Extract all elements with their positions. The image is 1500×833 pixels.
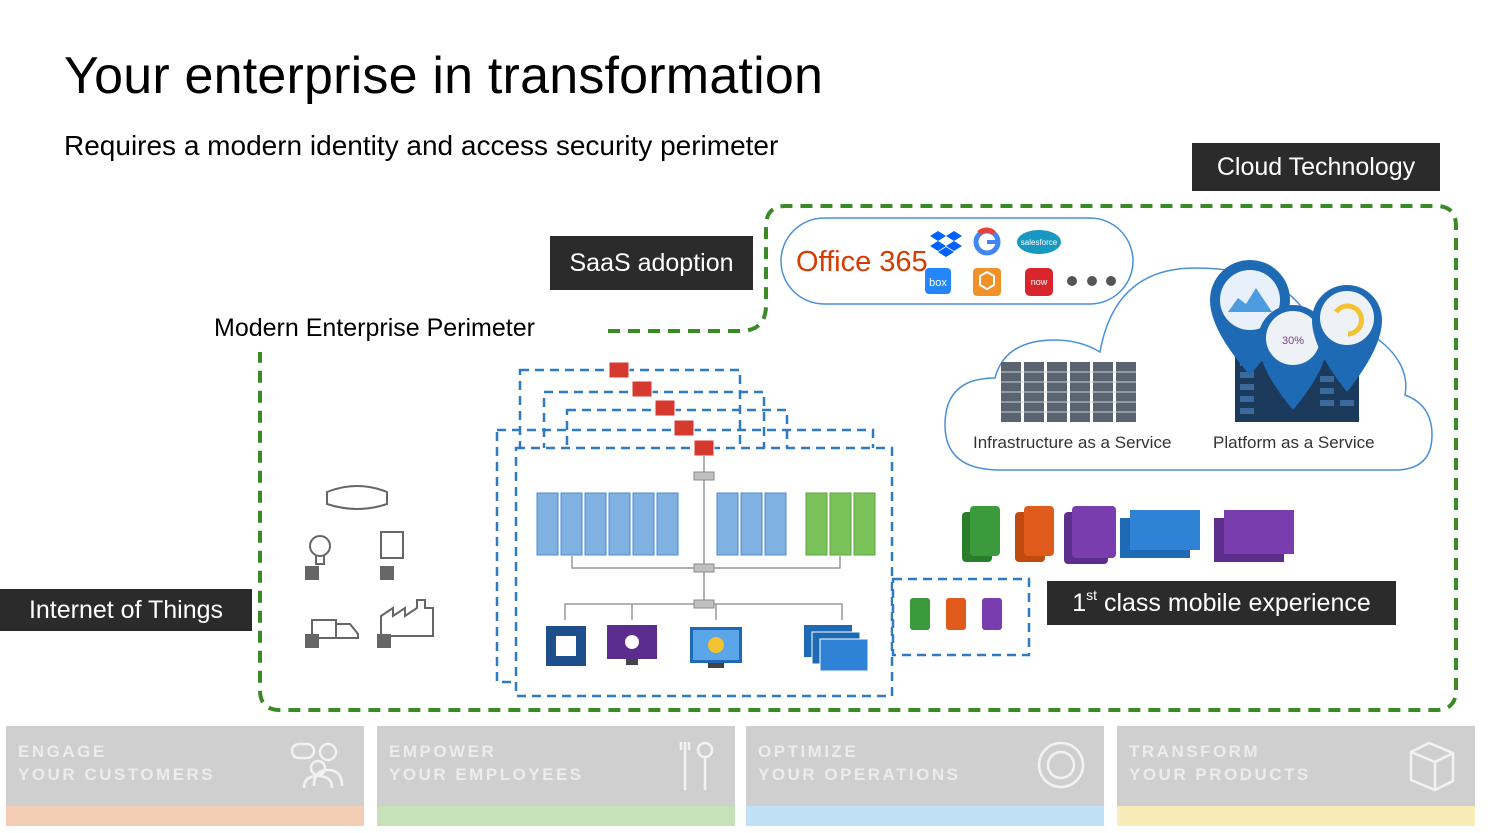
- windows7-monitor-icon: [690, 627, 742, 668]
- svg-text:salesforce: salesforce: [1021, 238, 1058, 247]
- green-server-racks: [805, 492, 876, 556]
- perimeter-label: Modern Enterprise Perimeter: [214, 314, 535, 343]
- pillar-engage-subtitle: YOUR CUSTOMERS: [18, 765, 216, 784]
- pillar-empower-subtitle: YOUR EMPLOYEES: [389, 765, 584, 784]
- iot-tag: Internet of Things: [0, 589, 252, 631]
- pillar-empower-strip: [377, 806, 735, 826]
- saas-adoption-tag: SaaS adoption: [550, 236, 753, 290]
- box-product-icon: [1409, 741, 1455, 792]
- pillar-empower-title: EMPOWER: [389, 742, 497, 761]
- salesforce-icon: salesforce: [1017, 230, 1061, 254]
- pillar-optimize-subtitle: YOUR OPERATIONS: [758, 765, 961, 784]
- more-icon: [1067, 276, 1116, 286]
- factory-device-icon: [546, 626, 586, 666]
- people-icon: [290, 742, 344, 789]
- mobile-devices: [962, 506, 1294, 564]
- pillar-engage: ENGAGE YOUR CUSTOMERS: [6, 726, 364, 826]
- iaas-label: Infrastructure as a Service: [973, 433, 1172, 452]
- svg-text:now: now: [1031, 277, 1048, 287]
- mac-monitor-icon: [607, 625, 657, 665]
- box-icon: box: [925, 268, 951, 294]
- page-subtitle: Requires a modern identity and access se…: [64, 130, 779, 161]
- pillar-optimize: OPTIMIZE YOUR OPERATIONS: [746, 726, 1104, 826]
- small-mobile-icons: [910, 598, 1002, 630]
- pillar-empower: EMPOWER YOUR EMPLOYEES: [377, 726, 735, 826]
- dropbox-icon: [930, 231, 962, 257]
- svg-text:box: box: [929, 277, 947, 289]
- mobile-tag-text: class mobile experience: [1097, 588, 1371, 617]
- paas-dashboard-icon: 30%: [1210, 260, 1382, 422]
- office-app-icon: [973, 268, 1001, 296]
- mobile-tag-number: 1: [1072, 588, 1087, 617]
- pillar-engage-title: ENGAGE: [18, 742, 107, 761]
- google-icon: [973, 227, 1001, 256]
- server-racks: [536, 492, 787, 556]
- servicenow-icon: now: [1025, 268, 1053, 296]
- pillar-transform-subtitle: YOUR PRODUCTS: [1129, 765, 1311, 784]
- gear-icon: [1037, 741, 1085, 789]
- paas-label: Platform as a Service: [1213, 433, 1375, 452]
- pillar-optimize-title: OPTIMIZE: [758, 742, 859, 761]
- firewall-icons: [608, 361, 715, 457]
- pillar-transform-strip: [1117, 806, 1475, 826]
- pillar-engage-strip: [6, 806, 364, 826]
- iot-devices: [309, 485, 434, 639]
- pillar-transform: TRANSFORM YOUR PRODUCTS: [1117, 726, 1475, 826]
- pillar-transform-title: TRANSFORM: [1129, 742, 1261, 761]
- page-title: Your enterprise in transformation: [64, 47, 824, 105]
- iot-chip-icons: [305, 566, 394, 648]
- mobile-tag-ordinal: st: [1086, 587, 1098, 603]
- iaas-servers-icon: [1001, 362, 1136, 422]
- cloud-technology-tag: Cloud Technology: [1192, 143, 1440, 191]
- svg-text:30%: 30%: [1282, 335, 1304, 347]
- tools-icon: [679, 741, 714, 790]
- pillar-optimize-strip: [746, 806, 1104, 826]
- windows-monitors-icon: [804, 625, 869, 672]
- enterprise-perimeter-outline: [258, 204, 1458, 712]
- office365-logo: Office 365: [796, 246, 928, 278]
